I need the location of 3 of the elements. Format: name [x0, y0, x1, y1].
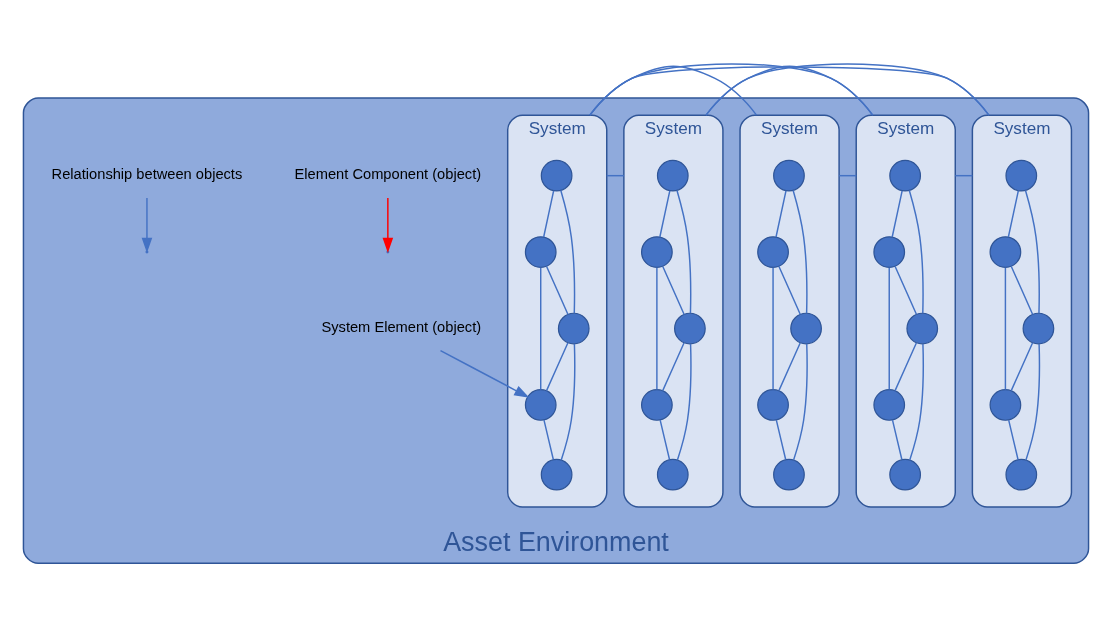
node-text: Element Component (object) — [294, 166, 482, 183]
node-text: System Element (object) — [321, 319, 482, 336]
node-text: Relationship between objects — [51, 166, 243, 183]
